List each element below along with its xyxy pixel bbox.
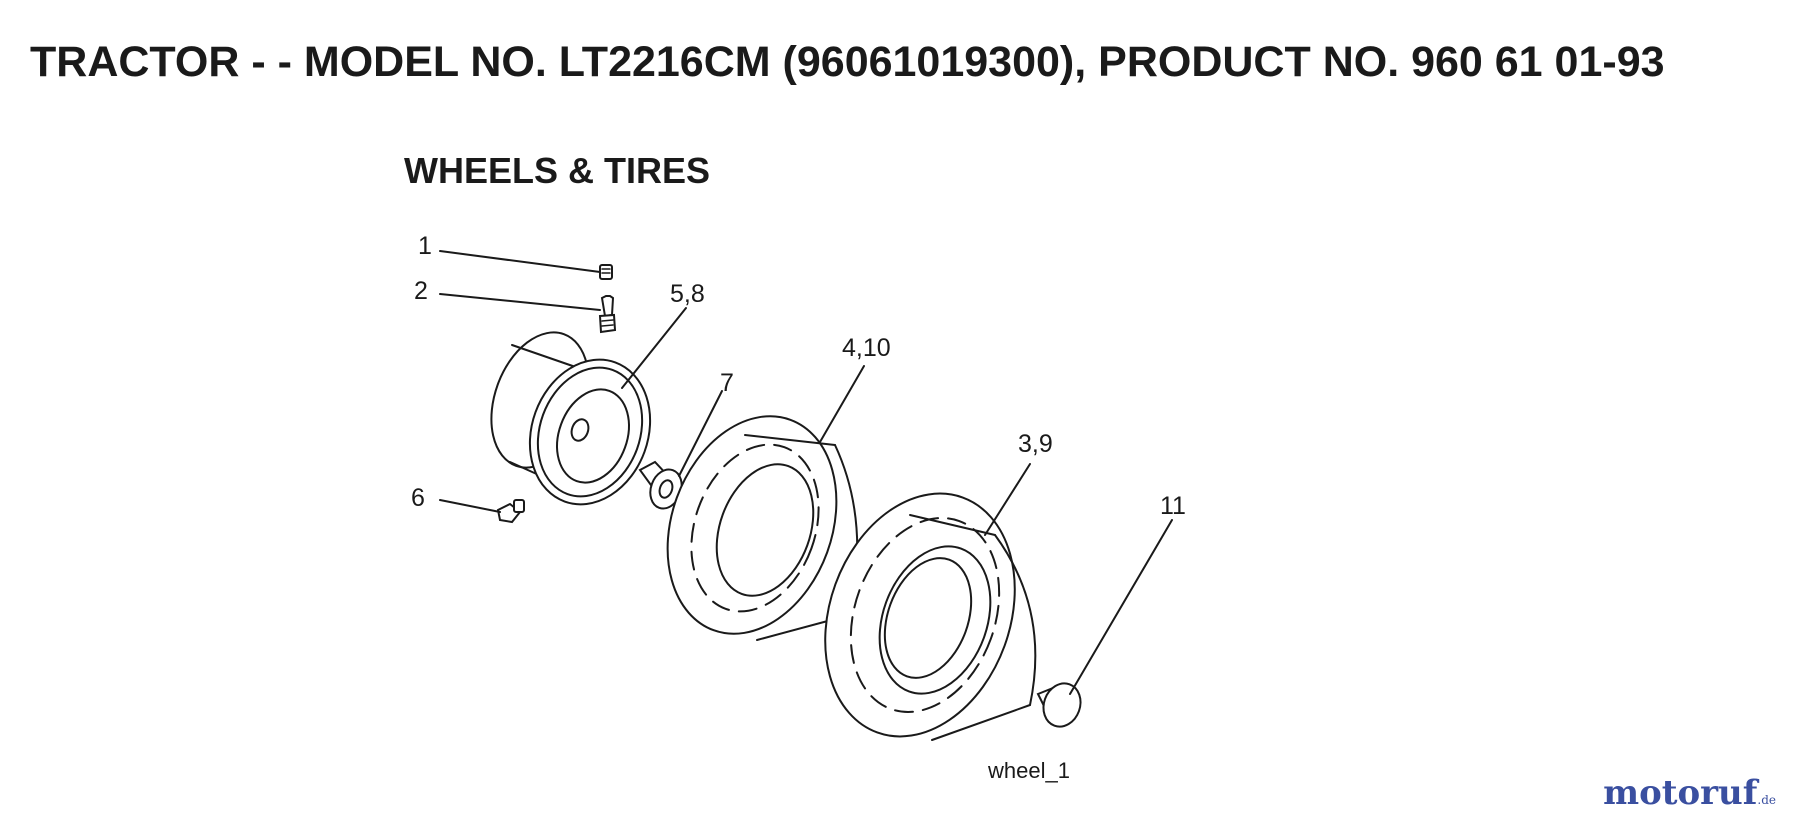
watermark-suffix: .de <box>1757 793 1776 807</box>
section-title: WHEELS & TIRES <box>404 150 711 191</box>
watermark-logo: motoruf.de <box>1603 773 1776 813</box>
callout-6: 6 <box>411 484 425 512</box>
lug-fitting-part <box>496 499 525 524</box>
callout-1: 1 <box>418 232 432 260</box>
wheel-rim-part <box>490 331 652 506</box>
page-title: TRACTOR - - MODEL NO. LT2216CM (96061019… <box>30 38 1665 86</box>
figure-id: wheel_1 <box>987 758 1070 783</box>
callout-3-9: 3,9 <box>1018 430 1053 458</box>
valve-cap-part <box>599 264 613 280</box>
callout-5-8: 5,8 <box>670 280 705 308</box>
tire-large-part <box>824 492 1037 741</box>
callout-2: 2 <box>414 277 428 305</box>
callout-7: 7 <box>720 369 734 397</box>
leader-lines <box>439 250 1173 695</box>
valve-stem-part <box>598 295 617 334</box>
watermark-brand: motoruf <box>1603 773 1758 813</box>
callout-11: 11 <box>1160 492 1186 520</box>
callout-4-10: 4,10 <box>842 334 891 362</box>
hub-cap-part <box>1036 682 1082 728</box>
hub-bushing-part <box>638 460 683 510</box>
